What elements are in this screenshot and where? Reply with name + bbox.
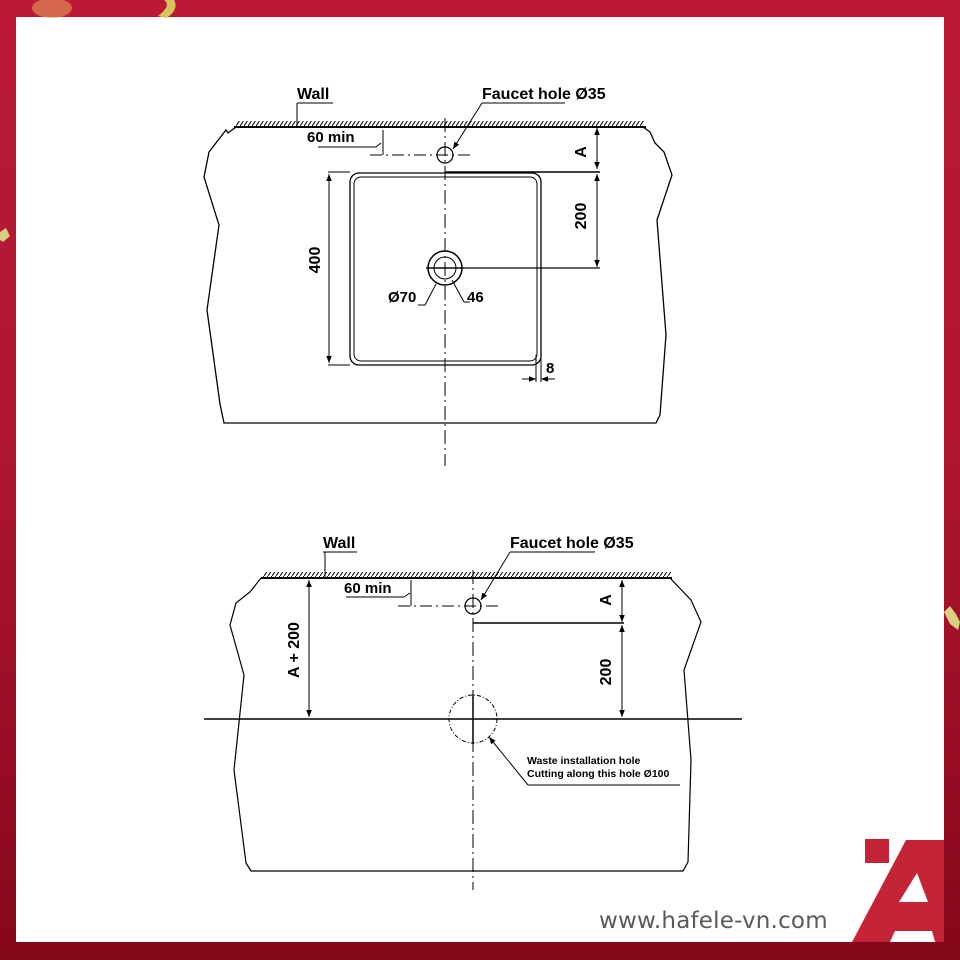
website-url: www.hafele-vn.com bbox=[599, 908, 828, 934]
basin-inner bbox=[353, 176, 538, 362]
ribbon-confetti-icon bbox=[0, 228, 10, 242]
dim-200-label: 200 bbox=[598, 659, 615, 686]
countertop-outline bbox=[203, 126, 673, 424]
ribbon-confetti-icon bbox=[158, 0, 176, 18]
hafele-logo-icon bbox=[852, 839, 944, 942]
dim-a-plus-200-label: A + 200 bbox=[286, 622, 303, 678]
drain-inner-label: 46 bbox=[467, 289, 484, 306]
basin-outer bbox=[349, 172, 542, 366]
min-distance-label: 60 min bbox=[307, 129, 355, 146]
drawing-sheet bbox=[16, 17, 944, 942]
dim-400-label: 400 bbox=[307, 247, 324, 274]
wall-label: Wall bbox=[323, 535, 355, 552]
dim-200-label: 200 bbox=[573, 203, 590, 230]
faucet-hole-label: Faucet hole Ø35 bbox=[510, 535, 634, 552]
wall-hatch bbox=[236, 121, 644, 127]
top-view: 60 min Wall Faucet hole Ø35 A 200 400 Ø7… bbox=[203, 86, 673, 466]
ribbon-confetti-icon bbox=[944, 606, 960, 630]
wall-hatch bbox=[263, 572, 671, 578]
drain-outer-label: Ø70 bbox=[388, 289, 416, 306]
waste-hole bbox=[448, 694, 498, 744]
waste-note-line1: Waste installation hole bbox=[527, 755, 641, 767]
waste-note-line2: Cutting along this hole Ø100 bbox=[527, 768, 670, 780]
cutout-view: Waste installation hole Cutting along th… bbox=[204, 535, 742, 890]
min-distance-label: 60 min bbox=[344, 580, 392, 597]
dim-a-label: A bbox=[573, 146, 590, 158]
rim-label: 8 bbox=[546, 360, 554, 377]
countertop-outline bbox=[229, 577, 702, 872]
dim-a-label: A bbox=[598, 594, 615, 606]
faucet-hole-label: Faucet hole Ø35 bbox=[482, 86, 606, 103]
glow-spot-icon bbox=[32, 0, 72, 18]
wall-label: Wall bbox=[297, 86, 329, 103]
